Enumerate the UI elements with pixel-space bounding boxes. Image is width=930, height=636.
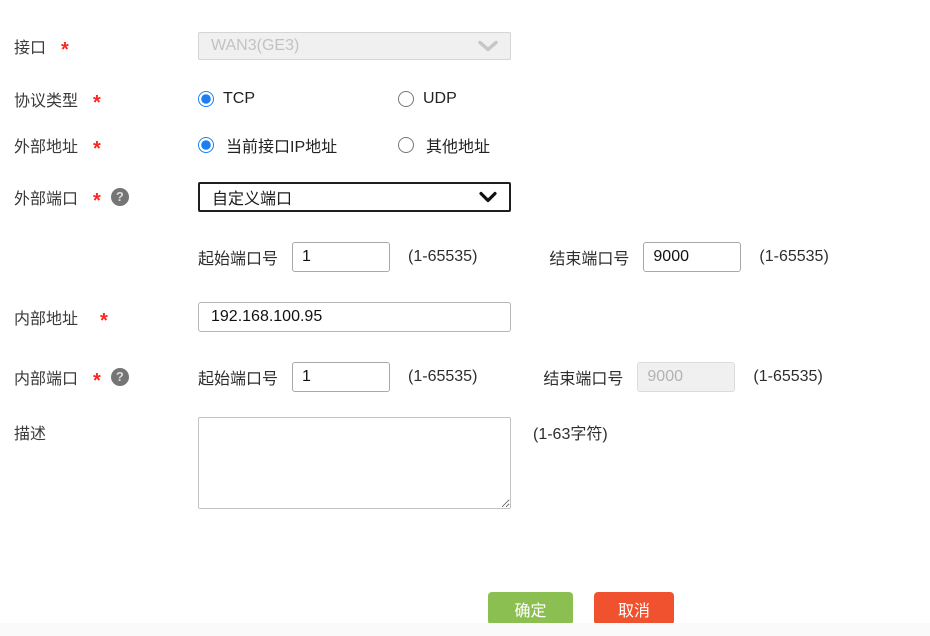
required-asterisk: * [93,138,101,160]
required-asterisk: * [93,190,101,212]
interface-select-value: WAN3(GE3) [211,37,300,54]
radio-option-tcp[interactable]: TCP [198,90,398,108]
help-icon[interactable]: ? [110,188,129,206]
external-start-port-label: 起始端口号 [198,251,279,268]
interface-select: WAN3(GE3) [198,32,511,60]
row-protocol: 协议类型 * TCP UDP [14,88,930,114]
confirm-button[interactable]: 确定 [488,592,573,625]
radio-option-current-interface-ip[interactable]: 当前接口IP地址 [198,133,398,157]
internal-end-port-label: 结束端口号 [543,371,624,388]
external-end-port-label: 结束端口号 [549,251,630,268]
interface-label: 接口 [14,40,47,57]
footer-strip [0,623,930,636]
internal-address-input[interactable] [198,302,511,332]
description-label: 描述 [14,426,47,443]
description-hint: (1-63字符) [533,426,608,443]
external-port-mode-select[interactable]: 自定义端口 [198,182,511,212]
row-external-port: 外部端口 * ? 自定义端口 [14,182,930,212]
row-description: 描述 (1-63字符) [14,417,930,509]
external-port-label: 外部端口 [14,191,79,208]
required-asterisk: * [61,39,69,61]
row-external-port-range: 起始端口号 (1-65535) 结束端口号 (1-65535) [14,242,930,272]
port-range-hint: (1-65535) [408,248,478,265]
external-end-port-input[interactable] [643,242,742,272]
external-port-mode-value: 自定义端口 [212,191,293,208]
required-asterisk: * [100,310,108,332]
current-interface-ip-label[interactable]: 当前接口IP地址 [226,139,338,156]
internal-port-label: 内部端口 [14,371,79,388]
internal-start-port-label: 起始端口号 [198,371,279,388]
radio-option-other-address[interactable]: 其他地址 [398,133,490,157]
required-asterisk: * [93,92,101,114]
row-external-address: 外部地址 * 当前接口IP地址 其他地址 [14,133,930,160]
port-range-hint: (1-65535) [408,368,478,385]
chevron-down-icon [479,191,497,203]
external-start-port-input[interactable] [292,242,391,272]
required-asterisk: * [93,370,101,392]
port-range-hint: (1-65535) [759,248,829,265]
other-address-radio[interactable] [398,137,414,153]
udp-radio-label[interactable]: UDP [423,90,457,107]
internal-start-port-input[interactable] [292,362,391,392]
cancel-button[interactable]: 取消 [594,592,674,625]
chevron-down-icon [478,40,498,52]
tcp-radio-label[interactable]: TCP [223,90,255,107]
internal-end-port-input [637,362,736,392]
description-textarea[interactable] [198,417,511,509]
row-internal-port: 内部端口 * ? 起始端口号 (1-65535) 结束端口号 (1-65535) [14,362,930,392]
tcp-radio[interactable] [198,91,214,107]
external-address-label: 外部地址 [14,139,79,156]
help-icon[interactable]: ? [110,368,129,386]
row-internal-address: 内部地址 * [14,302,930,332]
current-interface-ip-radio[interactable] [198,137,214,153]
form-actions: 确定 取消 [488,592,930,625]
internal-address-label: 内部地址 [14,311,79,328]
other-address-label[interactable]: 其他地址 [426,139,491,156]
port-range-hint: (1-65535) [753,368,823,385]
protocol-label: 协议类型 [14,93,79,110]
udp-radio[interactable] [398,91,414,107]
row-interface: 接口 * WAN3(GE3) [14,32,930,60]
radio-option-udp[interactable]: UDP [398,90,457,108]
